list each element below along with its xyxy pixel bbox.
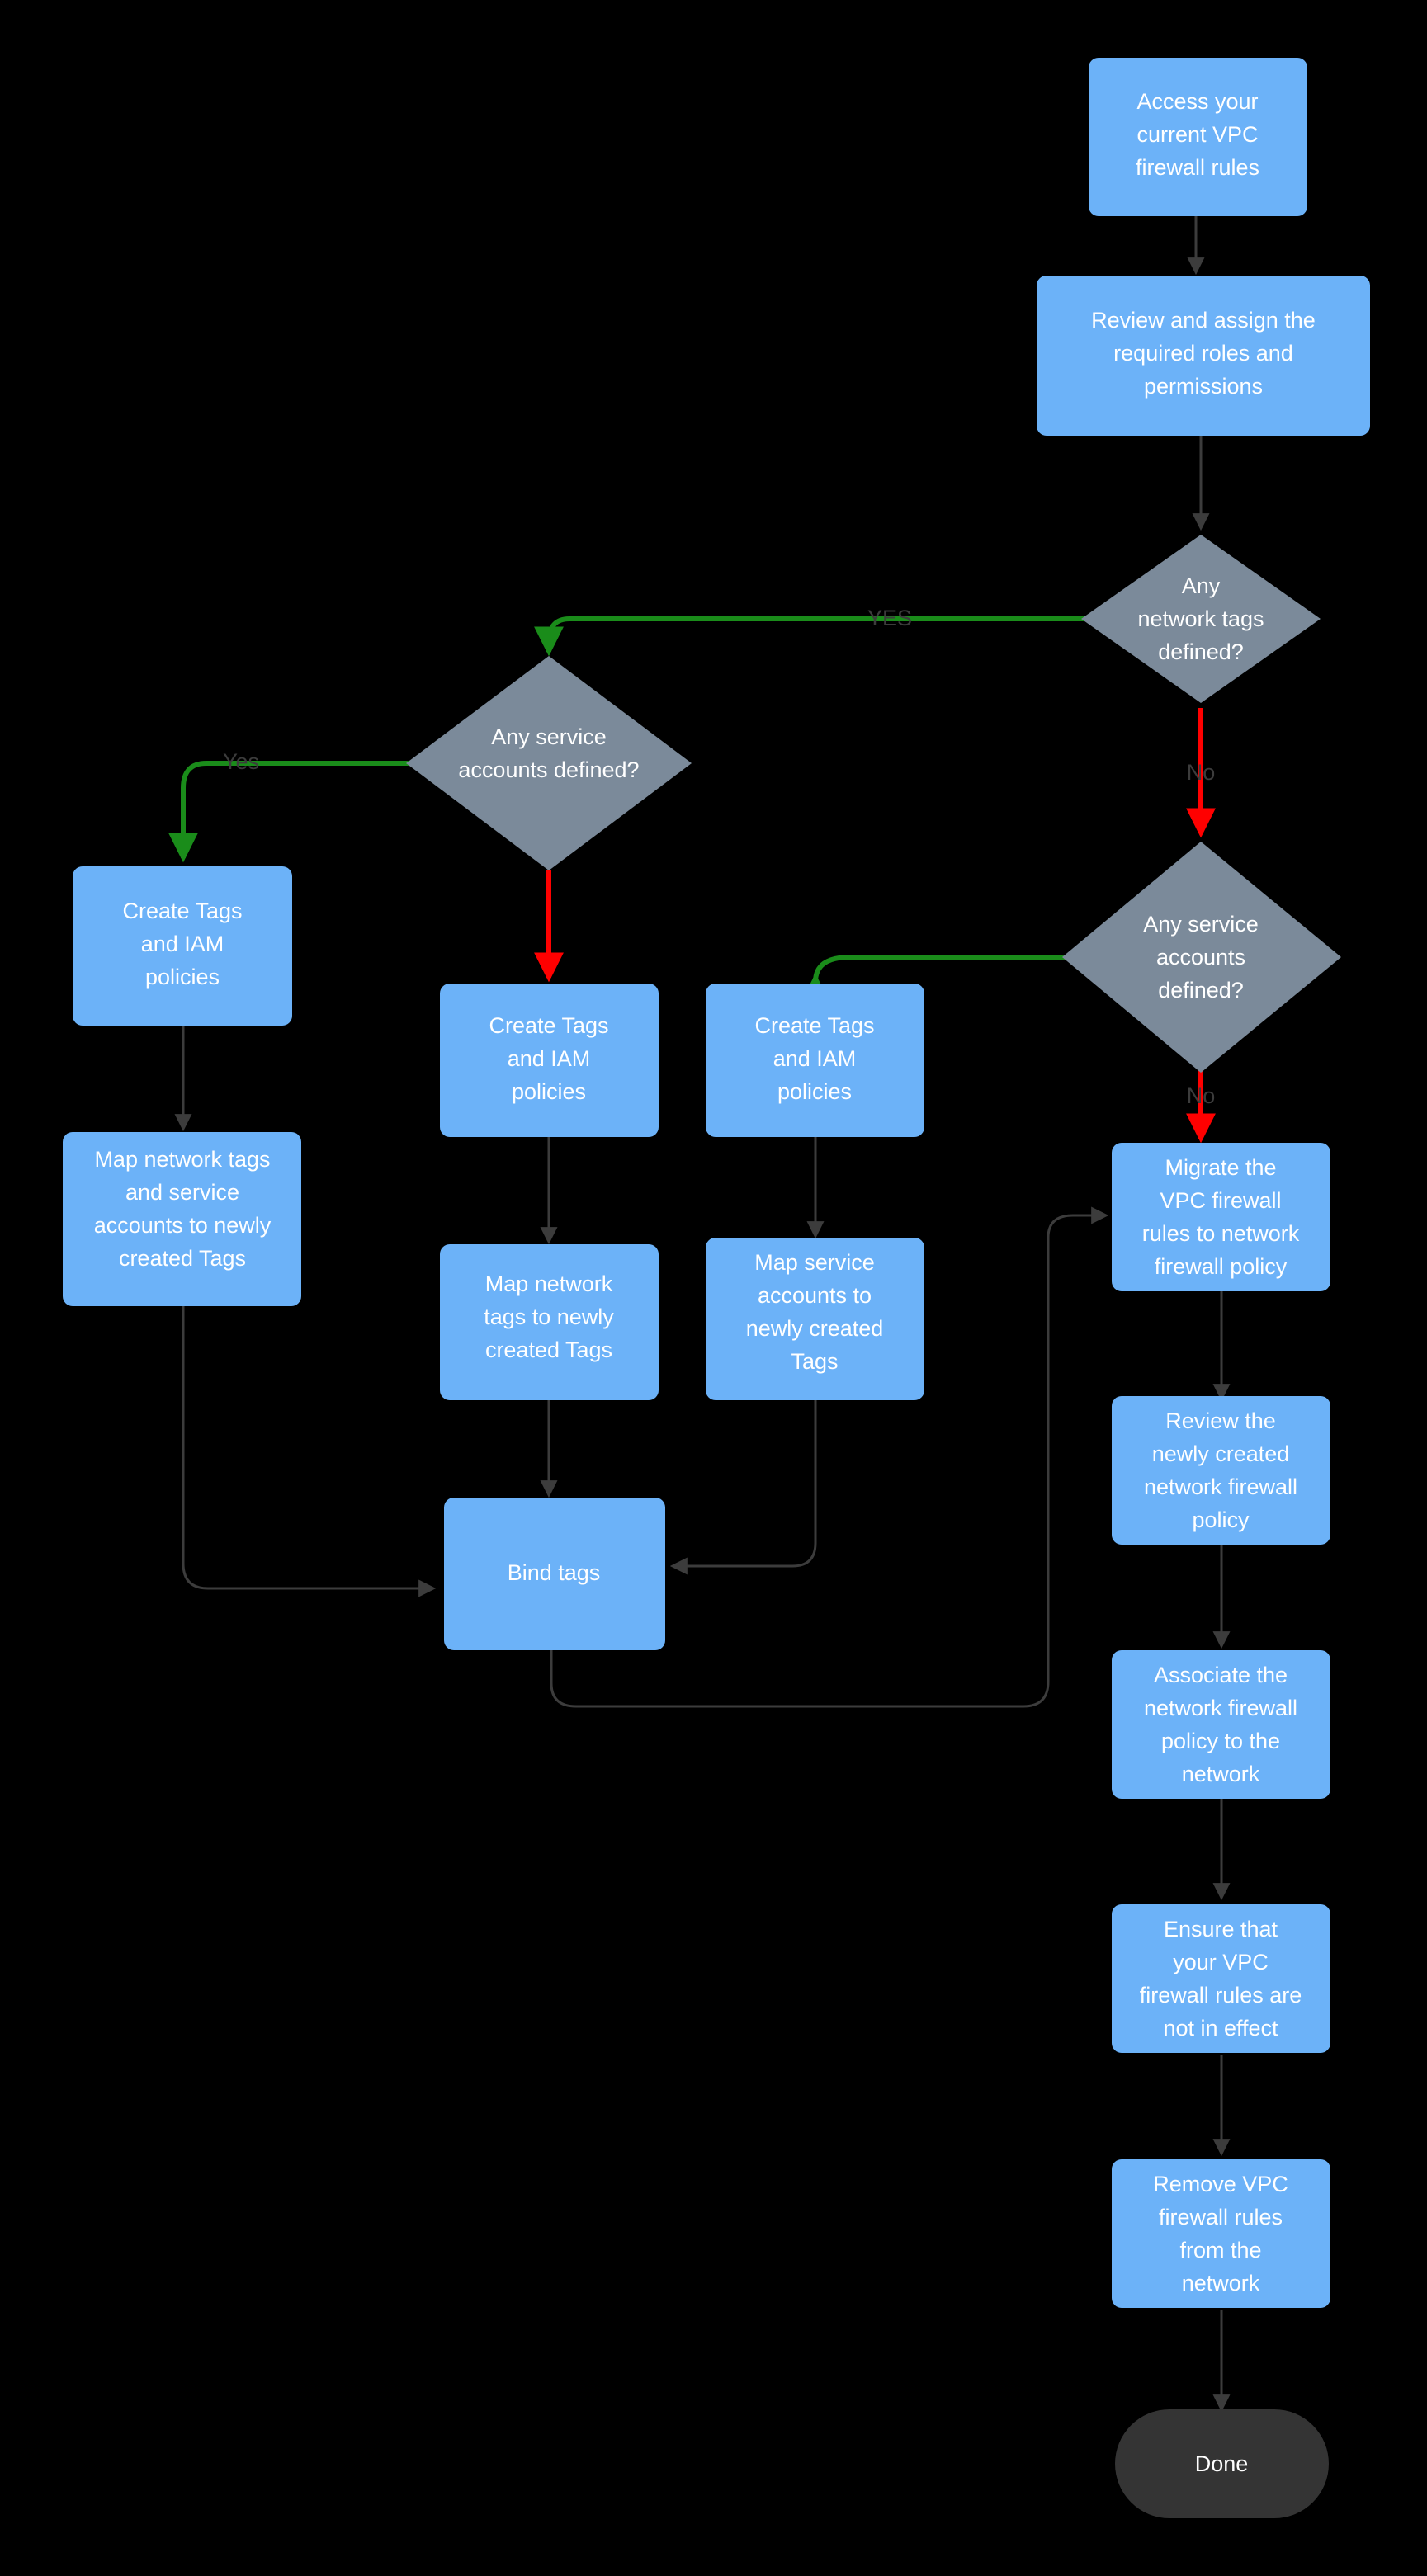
edge-layer bbox=[168, 216, 1231, 2413]
edge-map-both-to-bind-tags bbox=[182, 1306, 437, 1597]
node-review-assign-roles[interactable]: Review and assign the required roles and… bbox=[1037, 276, 1370, 436]
edge-left-decision-yes-to-create-tags bbox=[168, 761, 413, 863]
node-shape[interactable] bbox=[706, 984, 924, 1137]
node-shape[interactable] bbox=[1081, 535, 1321, 703]
node-map-service-accounts[interactable]: Map service accounts to newly created Ta… bbox=[706, 1238, 924, 1400]
edge-label-service-accounts-right-no: No bbox=[1187, 1083, 1216, 1108]
node-shape[interactable] bbox=[1112, 1396, 1330, 1545]
node-access-vpc-rules[interactable]: Access your current VPC firewall rules bbox=[1089, 58, 1307, 216]
node-shape[interactable] bbox=[444, 1498, 665, 1650]
edge-label-network-tags-yes: YES bbox=[867, 606, 912, 630]
node-service-accounts-defined-right[interactable]: Any service accounts defined? bbox=[1062, 842, 1341, 1073]
node-remove-vpc-rules[interactable]: Remove VPC firewall rules from the netwo… bbox=[1112, 2159, 1330, 2308]
node-shape[interactable] bbox=[1112, 1143, 1330, 1291]
node-create-tags-iam-left[interactable]: Create Tags and IAM policies bbox=[73, 866, 292, 1026]
edge-right-decision-yes-to-create-tags-right bbox=[801, 955, 1070, 1003]
node-shape[interactable] bbox=[406, 656, 692, 870]
edge-label-service-accounts-left-yes: Yes bbox=[223, 749, 259, 774]
node-associate-policy[interactable]: Associate the network firewall policy to… bbox=[1112, 1650, 1330, 1799]
node-create-tags-iam-right[interactable]: Create Tags and IAM policies bbox=[706, 984, 924, 1137]
node-shape[interactable] bbox=[1037, 276, 1370, 436]
node-shape[interactable] bbox=[1115, 2409, 1329, 2518]
edge-label-layer: YES No Yes No bbox=[223, 606, 1215, 1108]
node-migrate-rules[interactable]: Migrate the VPC firewall rules to networ… bbox=[1112, 1143, 1330, 1291]
node-bind-tags[interactable]: Bind tags bbox=[444, 1498, 665, 1650]
node-map-network-tags[interactable]: Map network tags to newly created Tags bbox=[440, 1244, 659, 1400]
node-ensure-not-in-effect[interactable]: Ensure that your VPC firewall rules are … bbox=[1112, 1904, 1330, 2053]
node-shape[interactable] bbox=[440, 1244, 659, 1400]
node-shape[interactable] bbox=[63, 1132, 301, 1306]
node-shape[interactable] bbox=[1112, 1650, 1330, 1799]
node-shape[interactable] bbox=[1089, 58, 1307, 216]
node-map-tags-and-accounts[interactable]: Map network tags and service accounts to… bbox=[63, 1132, 301, 1306]
node-create-tags-iam-middle[interactable]: Create Tags and IAM policies bbox=[440, 984, 659, 1137]
edge-network-tags-yes-to-left-decision bbox=[534, 616, 1086, 657]
edge-label-network-tags-no: No bbox=[1187, 760, 1216, 785]
node-review-policy[interactable]: Review the newly created network firewal… bbox=[1112, 1396, 1330, 1545]
node-service-accounts-defined-left[interactable]: Any service accounts defined? bbox=[406, 656, 692, 870]
node-network-tags-defined[interactable]: Any network tags defined? bbox=[1081, 535, 1321, 703]
node-shape[interactable] bbox=[440, 984, 659, 1137]
edge-bind-tags-to-migrate bbox=[550, 1206, 1109, 1708]
node-shape[interactable] bbox=[706, 1238, 924, 1400]
node-shape[interactable] bbox=[1112, 1904, 1330, 2053]
node-shape[interactable] bbox=[1112, 2159, 1330, 2308]
node-shape[interactable] bbox=[73, 866, 292, 1026]
node-shape[interactable] bbox=[1062, 842, 1341, 1073]
edge-map-service-to-bind-tags bbox=[669, 1400, 817, 1575]
node-done[interactable]: Done bbox=[1115, 2409, 1329, 2518]
